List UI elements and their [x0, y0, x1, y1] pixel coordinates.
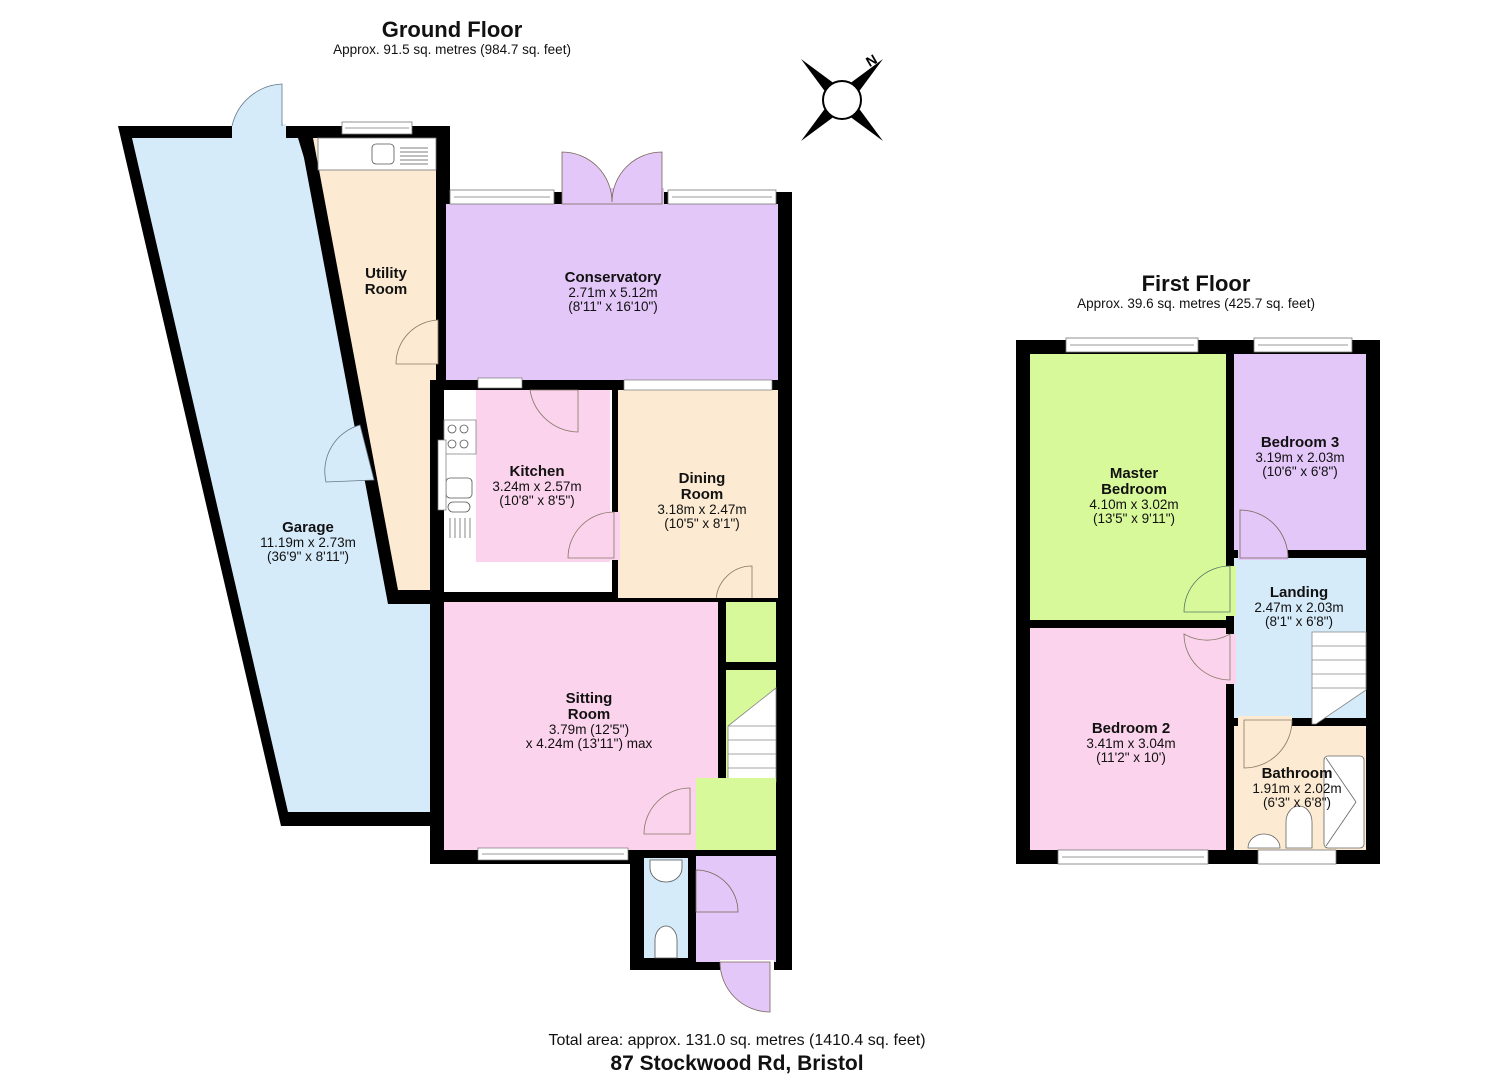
- utility-room-label: Utility Room: [364, 265, 408, 298]
- ground-floor-plan: [118, 83, 792, 1013]
- bathroom-toilet-icon: [1285, 805, 1313, 849]
- bedroom-2-floor: [1030, 628, 1226, 850]
- first-floor-area: Approx. 39.6 sq. metres (425.7 sq. feet): [1077, 296, 1315, 312]
- compass-north-label: N: [863, 51, 880, 70]
- bathroom-door: [1243, 719, 1293, 769]
- ground-floor-area: Approx. 91.5 sq. metres (984.7 sq. feet): [333, 42, 571, 58]
- bedroom-3-door: [1239, 509, 1289, 559]
- conservatory-french-door-swing: [561, 151, 663, 205]
- sitting-room-door: [643, 787, 691, 835]
- bathroom-window: [1257, 849, 1337, 865]
- conservatory-label: Conservatory 2.71m x 5.12m (8'11" x 16'1…: [564, 269, 662, 314]
- first-floor-title: First Floor Approx. 39.6 sq. metres (425…: [1077, 271, 1315, 312]
- landing-label: Landing 2.47m x 2.03m (8'1" x 6'8"): [1254, 584, 1344, 629]
- utility-drainer-icon: [400, 147, 428, 165]
- utility-conservatory-door: [395, 319, 439, 365]
- hall-cupboard: [726, 602, 776, 662]
- first-floor-title-text: First Floor: [1141, 271, 1251, 296]
- wc-basin-icon: [649, 859, 683, 883]
- kitchen-dining-door: [567, 511, 615, 559]
- dining-room-floor: [618, 390, 778, 598]
- dining-room-label: Dining Room 3.18m x 2.47m (10'5" x 8'1"): [657, 470, 747, 531]
- garage-floor: [132, 138, 438, 812]
- ground-floor-title-text: Ground Floor: [381, 17, 523, 42]
- garage-door-swing: [231, 83, 283, 127]
- bathroom-shower-icon: [1323, 755, 1365, 849]
- kitchen-label: Kitchen 3.24m x 2.57m (10'8" x 8'5"): [492, 463, 582, 508]
- wc-door: [695, 869, 739, 913]
- bedroom-2-door: [1183, 633, 1231, 681]
- bathroom-label: Bathroom 1.91m x 2.02m (6'3" x 6'8"): [1252, 765, 1342, 810]
- compass-north-icon: [800, 58, 884, 142]
- wc-toilet-icon: [654, 925, 678, 959]
- property-address: 87 Stockwood Rd, Bristol: [610, 1052, 864, 1075]
- garage-label: Garage 11.19m x 2.73m (36'9" x 8'11"): [260, 519, 356, 564]
- first-floor-plan: [1016, 337, 1380, 865]
- utility-sink-icon: [371, 143, 395, 165]
- master-bedroom-door: [1183, 565, 1231, 613]
- utility-door-swing: [324, 424, 375, 483]
- kitchen-side-window: [437, 439, 447, 511]
- kitchen-sink-icon: [445, 477, 473, 513]
- hall-floor: [696, 778, 776, 856]
- kitchen-hob-icon: [443, 419, 477, 455]
- sitting-room-label: Sitting Room 3.79m (12'5") x 4.24m (13'1…: [525, 690, 653, 751]
- ground-stairs-icon: [727, 687, 777, 783]
- total-area: Total area: approx. 131.0 sq. metres (14…: [548, 1032, 926, 1049]
- bathroom-basin-icon: [1247, 833, 1281, 849]
- garage-door-gap: [232, 124, 286, 140]
- conservatory-floor: [446, 204, 778, 384]
- kitchen-window: [477, 377, 523, 389]
- bedroom-3-label: Bedroom 3 3.19m x 2.03m (10'6" x 6'8"): [1255, 434, 1345, 479]
- ground-floor-title: Ground Floor Approx. 91.5 sq. metres (98…: [333, 17, 571, 58]
- first-floor-stairs-icon: [1311, 631, 1367, 725]
- kitchen-conservatory-door: [529, 389, 579, 433]
- footer: Total area: approx. 131.0 sq. metres (14…: [548, 1032, 925, 1076]
- kitchen-drainer-icon: [449, 518, 471, 538]
- utility-room-floor: [313, 138, 436, 590]
- front-door-swing: [719, 961, 771, 1013]
- master-bedroom-label: Master Bedroom 4.10m x 3.02m (13'5" x 9'…: [1089, 465, 1179, 526]
- master-bedroom-floor: [1030, 354, 1226, 620]
- bedroom-2-label: Bedroom 2 3.41m x 3.04m (11'2" x 10'): [1086, 720, 1176, 765]
- dining-window: [623, 379, 773, 391]
